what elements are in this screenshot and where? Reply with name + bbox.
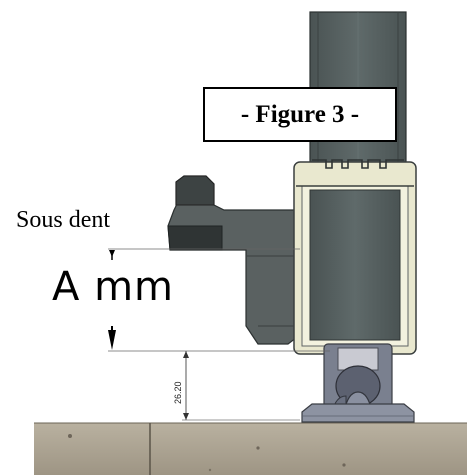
dimension-value: 26.20 bbox=[173, 381, 183, 404]
foot-assembly bbox=[301, 343, 415, 423]
bracket-tooth bbox=[167, 175, 297, 345]
label-a-mm: A mm bbox=[52, 264, 175, 310]
figure-title: - Figure 3 - bbox=[240, 100, 360, 128]
figure-title-box: - Figure 3 - bbox=[203, 87, 397, 142]
label-sous-dent: Sous dent bbox=[16, 207, 111, 233]
dim-a-arrow-bottom bbox=[108, 330, 116, 350]
dimension-26-20: 26.20 bbox=[173, 351, 300, 421]
clip-sleeve bbox=[293, 159, 417, 355]
dimension-a bbox=[108, 248, 330, 352]
floor-slab bbox=[34, 422, 467, 475]
